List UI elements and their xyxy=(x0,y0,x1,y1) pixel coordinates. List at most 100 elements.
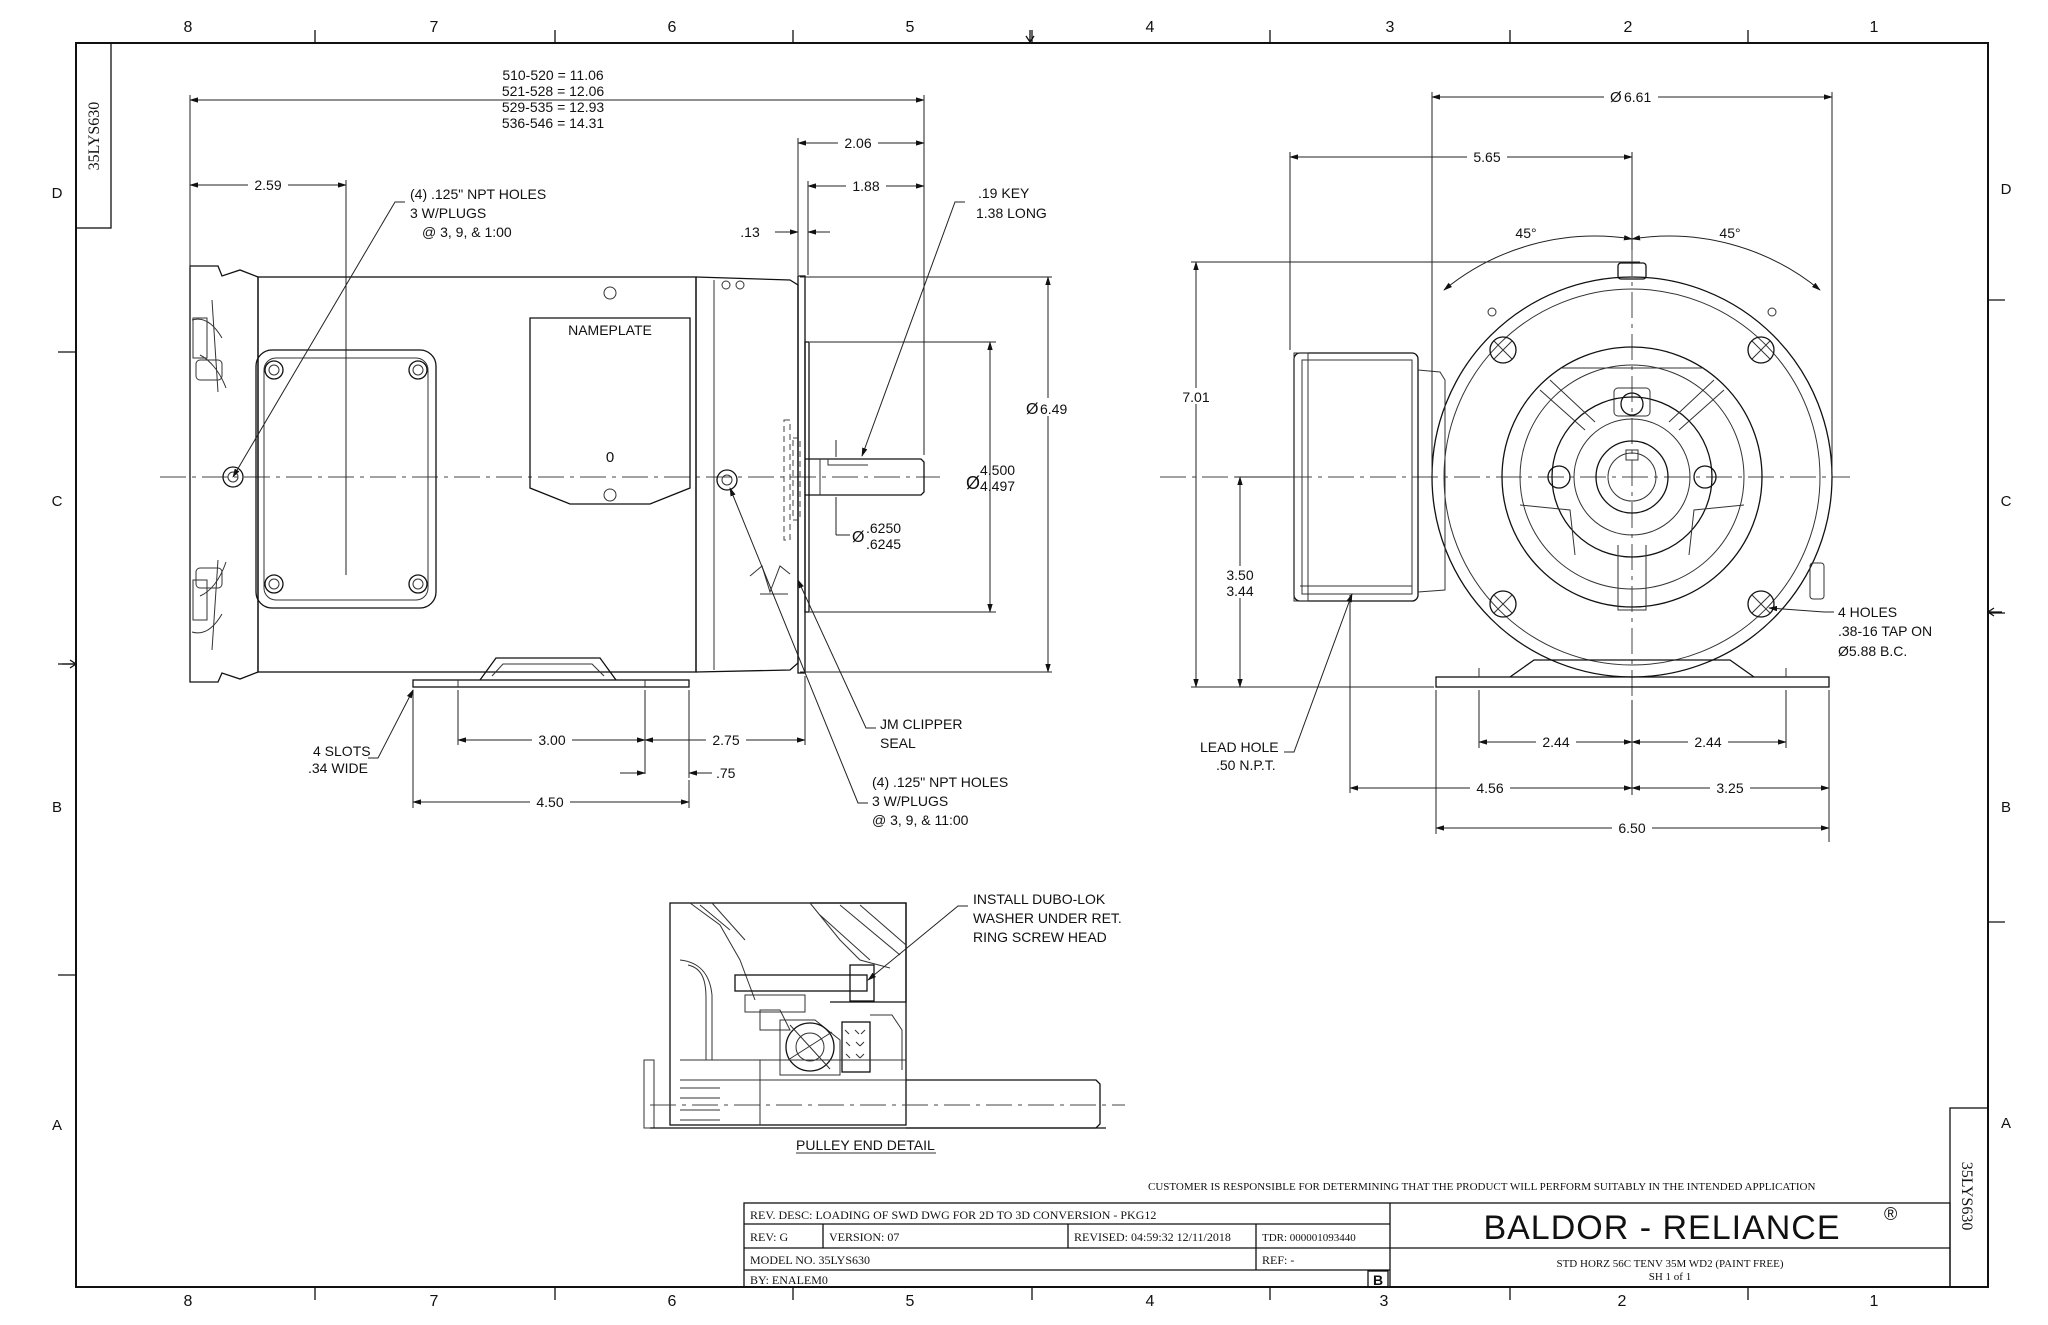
svg-text:3 W/PLUGS: 3 W/PLUGS xyxy=(872,793,948,809)
svg-text:3.50: 3.50 xyxy=(1226,567,1253,583)
svg-text:510-520 = 11.06: 510-520 = 11.06 xyxy=(502,67,604,83)
svg-text:(4) .125" NPT HOLES: (4) .125" NPT HOLES xyxy=(410,186,546,202)
svg-text:2.44: 2.44 xyxy=(1542,734,1569,750)
svg-text:B: B xyxy=(52,799,62,816)
end-view-dimensions xyxy=(1191,92,1834,842)
svg-text:6: 6 xyxy=(668,1293,677,1310)
svg-text:3: 3 xyxy=(1380,1293,1389,1310)
svg-text:REV. DESC: LOADING OF SWD DWG: REV. DESC: LOADING OF SWD DWG FOR 2D TO … xyxy=(750,1208,1156,1222)
svg-text:6: 6 xyxy=(668,19,677,36)
svg-text:1: 1 xyxy=(1870,19,1879,36)
title-block: CUSTOMER IS RESPONSIBLE FOR DETERMINING … xyxy=(743,1181,1951,1288)
svg-text:@ 3, 9, & 11:00: @ 3, 9, & 11:00 xyxy=(872,812,969,828)
svg-text:536-546 = 14.31: 536-546 = 14.31 xyxy=(502,115,605,131)
svg-text:7: 7 xyxy=(430,19,439,36)
svg-text:A: A xyxy=(2001,1115,2011,1132)
svg-text:1.88: 1.88 xyxy=(852,178,879,194)
svg-text:4.50: 4.50 xyxy=(536,794,563,810)
zone-letters-right: D C B A xyxy=(2001,181,2012,1132)
svg-text:4: 4 xyxy=(1146,1293,1155,1310)
svg-text:1: 1 xyxy=(1870,1293,1879,1310)
svg-text:VERSION: 07: VERSION: 07 xyxy=(829,1230,899,1244)
svg-text:SEAL: SEAL xyxy=(880,735,916,751)
svg-text:@ 3, 9, & 1:00: @ 3, 9, & 1:00 xyxy=(422,224,512,240)
svg-text:BY: ENALEM0: BY: ENALEM0 xyxy=(750,1273,828,1287)
svg-text:529-535 = 12.93: 529-535 = 12.93 xyxy=(502,99,605,115)
svg-text:8: 8 xyxy=(184,19,193,36)
svg-text:(4) .125" NPT HOLES: (4) .125" NPT HOLES xyxy=(872,774,1008,790)
tapped-hole xyxy=(1747,336,1775,364)
svg-text:2.44: 2.44 xyxy=(1694,734,1721,750)
svg-text:4 SLOTS: 4 SLOTS xyxy=(313,743,371,759)
zone-numbers-bottom: 8 7 6 5 4 3 2 1 xyxy=(184,1293,1879,1310)
svg-text:RING SCREW HEAD: RING SCREW HEAD xyxy=(973,929,1107,945)
svg-text:LEAD HOLE: LEAD HOLE xyxy=(1200,739,1279,755)
svg-text:5.65: 5.65 xyxy=(1473,149,1500,165)
svg-text:2.59: 2.59 xyxy=(254,177,281,193)
svg-text:2.06: 2.06 xyxy=(844,135,871,151)
svg-text:7.01: 7.01 xyxy=(1182,389,1209,405)
svg-text:.19 KEY: .19 KEY xyxy=(978,185,1030,201)
svg-text:NAMEPLATE: NAMEPLATE xyxy=(568,322,652,338)
disclaimer: CUSTOMER IS RESPONSIBLE FOR DETERMINING … xyxy=(1148,1181,1815,1193)
svg-text:6.50: 6.50 xyxy=(1618,820,1645,836)
svg-text:C: C xyxy=(52,493,63,510)
side-view-dimensions xyxy=(189,95,1052,808)
tapped-hole xyxy=(1747,590,1775,618)
svg-text:INSTALL DUBO-LOK: INSTALL DUBO-LOK xyxy=(973,891,1106,907)
svg-text:2.75: 2.75 xyxy=(712,732,739,748)
brand-name: BALDOR - RELIANCE xyxy=(1483,1209,1840,1247)
zone-letters-left: D C B A xyxy=(52,185,63,1134)
svg-text:6.61: 6.61 xyxy=(1624,89,1651,105)
svg-text:STD HORZ 56C TENV 35M WD2 (PAI: STD HORZ 56C TENV 35M WD2 (PAINT FREE) xyxy=(1556,1258,1783,1270)
svg-text:C: C xyxy=(2001,493,2012,510)
zone-numbers-top: 8 7 6 5 4 3 2 1 xyxy=(184,19,1879,36)
svg-text:B: B xyxy=(1373,1272,1383,1288)
svg-text:2: 2 xyxy=(1624,19,1633,36)
svg-text:1.38 LONG: 1.38 LONG xyxy=(976,205,1047,221)
svg-text:3.00: 3.00 xyxy=(538,732,565,748)
svg-text:REV: G: REV: G xyxy=(750,1230,788,1244)
svg-text:®: ® xyxy=(1884,1204,1897,1224)
svg-text:WASHER UNDER RET.: WASHER UNDER RET. xyxy=(973,910,1122,926)
svg-text:TDR: 000001093440: TDR: 000001093440 xyxy=(1262,1232,1356,1244)
svg-text:Ø: Ø xyxy=(966,473,980,493)
svg-text:4.500: 4.500 xyxy=(980,462,1015,478)
pulley-detail-labels: INSTALL DUBO-LOK WASHER UNDER RET. RING … xyxy=(796,891,1122,1154)
svg-text:521-528 = 12.06: 521-528 = 12.06 xyxy=(502,83,605,99)
svg-text:0: 0 xyxy=(606,449,614,466)
svg-text:3.25: 3.25 xyxy=(1716,780,1743,796)
tapped-hole xyxy=(1489,590,1517,618)
svg-text:.38-16 TAP ON: .38-16 TAP ON xyxy=(1838,623,1932,639)
svg-text:3 W/PLUGS: 3 W/PLUGS xyxy=(410,205,486,221)
svg-text:2: 2 xyxy=(1618,1293,1627,1310)
motor-side-view xyxy=(160,265,940,688)
svg-text:JM CLIPPER: JM CLIPPER xyxy=(880,716,962,732)
pulley-end-detail xyxy=(643,902,1125,1129)
svg-text:B: B xyxy=(2001,799,2011,816)
svg-text:REVISED: 04:59:32 12/11/2018: REVISED: 04:59:32 12/11/2018 xyxy=(1074,1230,1231,1244)
svg-text:Ø: Ø xyxy=(852,529,864,546)
svg-text:7: 7 xyxy=(430,1293,439,1310)
svg-text:A: A xyxy=(52,1117,62,1134)
corner-id-top-left: 35LYS630 xyxy=(75,42,112,229)
svg-text:Ø5.88 B.C.: Ø5.88 B.C. xyxy=(1838,643,1907,659)
svg-text:.6245: .6245 xyxy=(866,536,901,552)
svg-text:.6250: .6250 xyxy=(866,520,901,536)
svg-text:4.497: 4.497 xyxy=(980,478,1015,494)
svg-text:SH 1 of 1: SH 1 of 1 xyxy=(1649,1271,1691,1283)
svg-text:D: D xyxy=(2001,181,2012,198)
svg-text:MODEL NO. 35LYS630: MODEL NO. 35LYS630 xyxy=(750,1253,870,1267)
svg-text:35LYS630: 35LYS630 xyxy=(86,102,103,171)
svg-text:REF: -: REF: - xyxy=(1262,1253,1294,1267)
svg-text:3.44: 3.44 xyxy=(1226,583,1253,599)
corner-id-bottom-right: 35LYS630 xyxy=(1949,1107,1989,1288)
svg-text:Ø: Ø xyxy=(1610,89,1622,106)
svg-text:PULLEY END DETAIL: PULLEY END DETAIL xyxy=(796,1137,935,1153)
svg-text:.34 WIDE: .34 WIDE xyxy=(308,760,368,776)
svg-text:4 HOLES: 4 HOLES xyxy=(1838,604,1897,620)
svg-text:45°: 45° xyxy=(1719,225,1740,241)
svg-text:35LYS630: 35LYS630 xyxy=(1958,1162,1975,1231)
svg-text:D: D xyxy=(52,185,63,202)
